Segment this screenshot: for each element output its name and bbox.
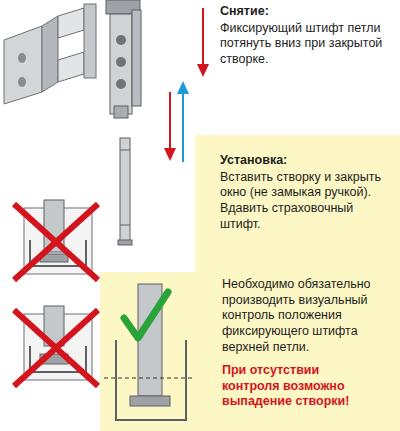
upper-hinge [116, 35, 126, 45]
locking-pin [120, 225, 130, 226]
step-heading: Снятие: [220, 4, 395, 20]
correct-position [124, 292, 168, 338]
correct-position [104, 284, 196, 420]
hinge-bracket [18, 53, 26, 63]
hinge-bracket [4, 26, 42, 104]
wrong-position [14, 310, 98, 386]
wrong-position [14, 306, 98, 386]
hinge-bracket [58, 8, 84, 38]
step-text: Необходимо обязательно производить визуа… [222, 277, 394, 355]
upper-hinge [114, 106, 128, 118]
hinge-bracket [84, 4, 96, 78]
upper-hinge [116, 79, 126, 89]
correct-position [116, 340, 186, 420]
hinge-bracket [42, 16, 58, 92]
wrong-position [14, 200, 98, 280]
locking-pin [118, 240, 132, 245]
panel-extension [100, 272, 200, 431]
step-text: Фиксирующий штифт петли потянуть вниз пр… [220, 21, 398, 68]
correct-position [104, 378, 196, 379]
correct-position [130, 396, 170, 406]
motion-arrows [182, 92, 184, 162]
motion-arrows [164, 148, 176, 161]
wrong-position [14, 204, 98, 280]
motion-arrows [169, 92, 171, 150]
locking-pin [118, 138, 132, 245]
motion-arrows [197, 64, 209, 77]
upper-hinge [116, 57, 126, 67]
instruction-panel: Установка:Вставить створку и закрыть окн… [195, 135, 400, 431]
locking-pin [120, 150, 130, 151]
motion-arrows [202, 8, 204, 66]
wrong-position [14, 204, 98, 280]
warning-text: При отсутствии контроля возможно выпаден… [222, 363, 380, 410]
locking-pin [120, 138, 130, 242]
hinge-bracket [58, 52, 84, 82]
hinge-bracket [18, 77, 26, 87]
step-text: Вставить створку и закрыть окно (не замы… [220, 170, 395, 233]
upper-hinge [106, 0, 141, 118]
motion-arrows [177, 81, 189, 94]
upper-hinge [132, 10, 141, 106]
upper-hinge [110, 14, 132, 114]
wrong-position [14, 310, 98, 386]
hinge-bracket [4, 4, 96, 104]
step-heading: Установка: [220, 153, 395, 169]
